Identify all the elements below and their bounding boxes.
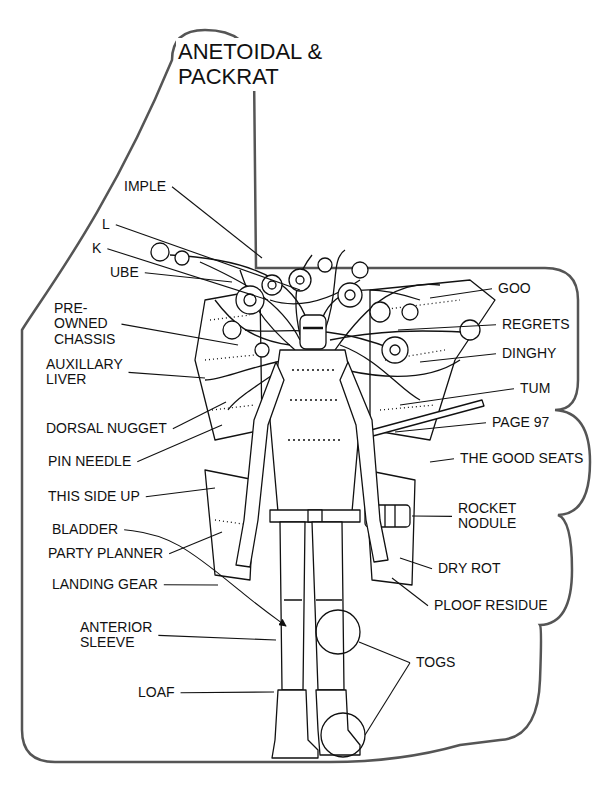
part-label: AUXILLARY LIVER — [44, 356, 125, 389]
leader-line — [172, 187, 262, 258]
part-label: PARTY PLANNER — [46, 545, 165, 562]
thumb-outline — [22, 30, 590, 762]
leader-line — [400, 558, 432, 569]
leader-line — [400, 389, 514, 405]
leader-line — [146, 488, 215, 497]
part-label: PIN NEEDLE — [46, 453, 133, 470]
leader-line — [398, 325, 496, 330]
part-label: K — [90, 240, 103, 257]
leader-line — [420, 354, 496, 362]
part-label: GOO — [496, 280, 533, 297]
leader-line — [359, 642, 410, 663]
part-label: DORSAL NUGGET — [44, 420, 169, 437]
part-label: L — [100, 216, 112, 233]
leader-line — [395, 423, 486, 432]
part-label: BLADDER — [50, 521, 120, 538]
part-label: IMPLE — [122, 178, 168, 195]
part-label: THIS SIDE UP — [46, 488, 142, 505]
leader-line — [173, 402, 226, 429]
part-label: DINGHY — [500, 345, 558, 362]
leader-line — [129, 372, 205, 378]
part-label: PAGE 97 — [490, 414, 551, 431]
part-label: ROCKET NODULE — [456, 500, 518, 533]
leader-line — [169, 532, 222, 554]
part-label: LOAF — [136, 684, 177, 701]
leader-line — [412, 515, 452, 516]
leader-line — [107, 249, 268, 300]
leader-line — [145, 273, 232, 282]
part-label: THE GOOD SEATS — [458, 450, 585, 467]
leader-line — [430, 289, 492, 298]
packrat-figure — [151, 243, 495, 758]
diagram-title: ANETOIDAL & PACKRAT — [176, 38, 340, 91]
leader-line — [158, 635, 276, 640]
leader-line — [430, 459, 454, 462]
part-label: TUM — [518, 380, 552, 397]
part-label: PRE-OWNED CHASSIS — [52, 300, 117, 348]
part-label: ANTERIOR SLEEVE — [78, 619, 154, 652]
part-label: PLOOF RESIDUE — [432, 597, 550, 614]
part-label: LANDING GEAR — [50, 576, 160, 593]
leader-line — [181, 691, 274, 693]
leader-line — [392, 578, 428, 606]
leader-line — [164, 584, 218, 585]
part-label: TOGS — [414, 654, 457, 671]
part-label: UBE — [108, 264, 141, 281]
leader-line — [121, 324, 238, 345]
part-label: DRY ROT — [436, 560, 503, 577]
part-label: REGRETS — [500, 316, 572, 333]
leader-line — [365, 663, 410, 735]
leader-line — [116, 225, 300, 290]
